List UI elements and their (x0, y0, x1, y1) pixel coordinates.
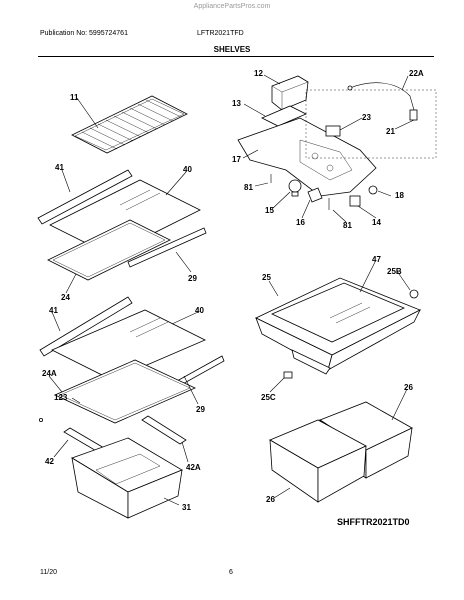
watermark-site: AppliancePartsPros.com (193, 3, 271, 10)
callout-123: 123 (54, 393, 68, 402)
publication-number: Publication No: 5995724761 (40, 30, 128, 37)
thermostat[interactable] (325, 125, 341, 137)
callout-40-lower: 40 (195, 306, 204, 315)
light-switch[interactable] (349, 195, 361, 207)
lower-shelf-front-trim[interactable] (39, 296, 133, 357)
lower-shelf-screw[interactable] (39, 417, 44, 422)
callout-18: 18 (395, 191, 404, 200)
deli-drawer-end-cap[interactable] (409, 289, 419, 299)
callout-40-upper: 40 (183, 165, 192, 174)
callout-17: 17 (232, 155, 241, 164)
header-divider (38, 56, 434, 57)
callout-14: 14 (372, 218, 381, 227)
deli-drawer-pan[interactable] (291, 349, 331, 375)
upper-shelf-rear-trim[interactable] (127, 227, 207, 268)
page-title: SHELVES (213, 45, 251, 54)
crisper-drawer[interactable] (71, 437, 183, 519)
callout-25b: 25B (387, 267, 402, 276)
callout-41-upper: 41 (55, 163, 64, 172)
callout-24a: 24A (42, 369, 57, 378)
callout-47: 47 (372, 255, 381, 264)
callout-12: 12 (254, 69, 263, 78)
callout-81-right: 81 (343, 221, 352, 230)
callout-31: 31 (182, 503, 191, 512)
callout-81-left: 81 (244, 183, 253, 192)
footer-date: 11/20 (40, 569, 57, 576)
callout-42a: 42A (186, 463, 201, 472)
lower-glass-shelf[interactable] (51, 309, 206, 381)
callout-16: 16 (296, 218, 305, 227)
crisper-slide-rail-right[interactable] (141, 415, 187, 445)
light-socket[interactable] (307, 187, 323, 203)
light-bulb[interactable] (288, 179, 302, 197)
control-housing[interactable] (237, 117, 377, 197)
callout-41-lower: 41 (49, 306, 58, 315)
callout-29-upper: 29 (188, 274, 197, 283)
page-number: 6 (229, 569, 233, 576)
deli-drawer-glass[interactable] (271, 282, 405, 343)
wire-shelf[interactable] (71, 95, 188, 154)
callout-26-right: 26 (404, 383, 413, 392)
diagram-code: SHFFTR2021TD0 (337, 517, 410, 527)
dashed-cabinet-outline (305, 89, 437, 159)
callout-11: 11 (70, 93, 79, 102)
control-knob[interactable] (368, 185, 378, 195)
callout-15: 15 (265, 206, 274, 215)
callout-numbers: 11 41 40 29 24 41 40 24A 123 29 42 42A 3… (42, 69, 424, 512)
upper-shelf-frame[interactable] (47, 219, 171, 281)
crisper-drawer-left[interactable] (269, 419, 367, 503)
callout-25c: 25C (261, 393, 276, 402)
lower-shelf-frame[interactable] (54, 359, 196, 424)
wire-harness[interactable] (347, 82, 418, 121)
deli-drawer-slide[interactable] (283, 371, 293, 379)
callout-25: 25 (262, 273, 271, 282)
callout-42: 42 (45, 457, 54, 466)
model-number: LFTR2021TFD (197, 30, 244, 37)
callout-24: 24 (61, 293, 70, 302)
upper-shelf-front-trim[interactable] (37, 169, 133, 225)
callout-22a: 22A (409, 69, 424, 78)
callout-29-lower: 29 (196, 405, 205, 414)
light-cover[interactable] (271, 75, 309, 111)
callout-13: 13 (232, 99, 241, 108)
callout-23: 23 (362, 113, 371, 122)
callout-21: 21 (386, 127, 395, 136)
callout-26-left: 26 (266, 495, 275, 504)
leader-lines (48, 74, 415, 506)
